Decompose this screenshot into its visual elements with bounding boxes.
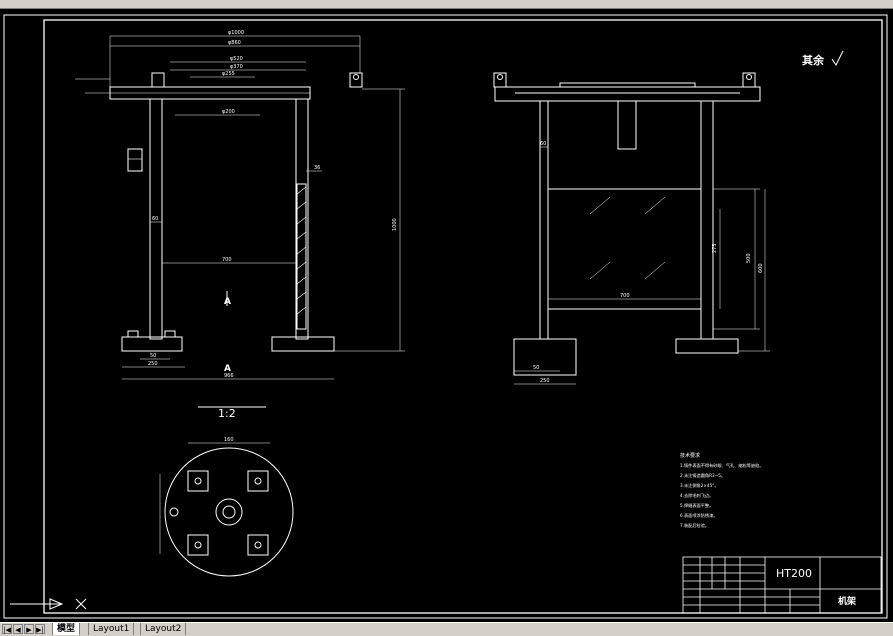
side-view-dimensions [514,146,770,385]
front-view-dimensions [75,35,405,380]
dim-h275: 275 [712,243,718,253]
tech-requirements: 技术要求 1.铸件表面不得有砂眼、气孔、缩松等缺陷。 2.未注铸造圆角R3~5。… [680,452,764,529]
dim-w966: 966 [224,373,234,379]
dim-w50r: 50 [533,365,539,371]
roughness-symbol-icon [831,50,844,66]
dim-h1000: 1000 [392,218,398,231]
dim-w700r: 700 [620,293,630,299]
tab-nav-prev[interactable]: ◀ [13,624,23,634]
title-block [682,556,882,614]
dim-w700: 700 [222,257,232,263]
dim-w60: 60 [152,216,158,222]
dim-w60r: 60 [540,141,546,147]
sheet-outer-border [3,14,888,619]
tech-title: 技术要求 [680,452,700,459]
tech-line-4: 4.去除毛刺飞边。 [680,492,713,499]
tech-line-3: 3.未注倒角2×45°。 [680,482,719,489]
dim-w160: 160 [224,437,234,443]
title-block-part-name: 机架 [838,595,856,607]
ucs-icon [10,598,87,610]
side-view [493,72,761,376]
dim-h500: 500 [746,253,752,263]
tech-line-7: 7.装配后检验。 [680,522,709,529]
tech-line-1: 1.铸件表面不得有砂眼、气孔、缩松等缺陷。 [680,462,764,469]
section-marker-a2: A [224,364,231,374]
dim-d200: φ200 [222,109,235,115]
tab-nav-next[interactable]: ▶ [24,624,34,634]
sheet-inner-border [43,19,883,614]
tech-line-2: 2.未注铸造圆角R3~5。 [680,472,725,479]
dim-h600: 600 [758,263,764,273]
tab-model[interactable]: 模型 [52,623,81,635]
dim-w250: 250 [148,361,158,367]
dim-d255: φ255 [222,71,235,77]
title-block-material: HT200 [776,567,812,580]
dim-w36: 36 [314,165,320,171]
tech-line-6: 6.表面喷涂防锈漆。 [680,512,718,519]
dim-w250r: 250 [540,378,550,384]
surface-roughness-note: 其余 [802,53,825,67]
dim-w50: 50 [150,353,156,359]
window-top-border [0,0,893,9]
dim-d860: φ860 [228,40,241,46]
tab-layout1[interactable]: Layout1 [88,623,135,635]
dim-d370: φ370 [230,64,243,70]
tab-nav-last[interactable]: ▶| [35,624,45,634]
dim-d520: φ520 [230,56,243,62]
layout-tab-bar: |◀ ◀ ▶ ▶| 模型 Layout1 Layout2 [0,622,893,636]
front-view [109,72,363,352]
tab-nav-first[interactable]: |◀ [2,624,12,634]
tab-layout2[interactable]: Layout2 [140,623,187,635]
plan-view [159,442,294,577]
scale-label: 1:2 [218,407,236,420]
dim-d1000: φ1000 [228,30,244,36]
cad-drawing-canvas[interactable]: φ1000 φ860 φ520 φ370 φ255 φ200 1000 700 … [0,9,893,622]
tech-line-5: 5.焊缝表面平整。 [680,502,713,509]
